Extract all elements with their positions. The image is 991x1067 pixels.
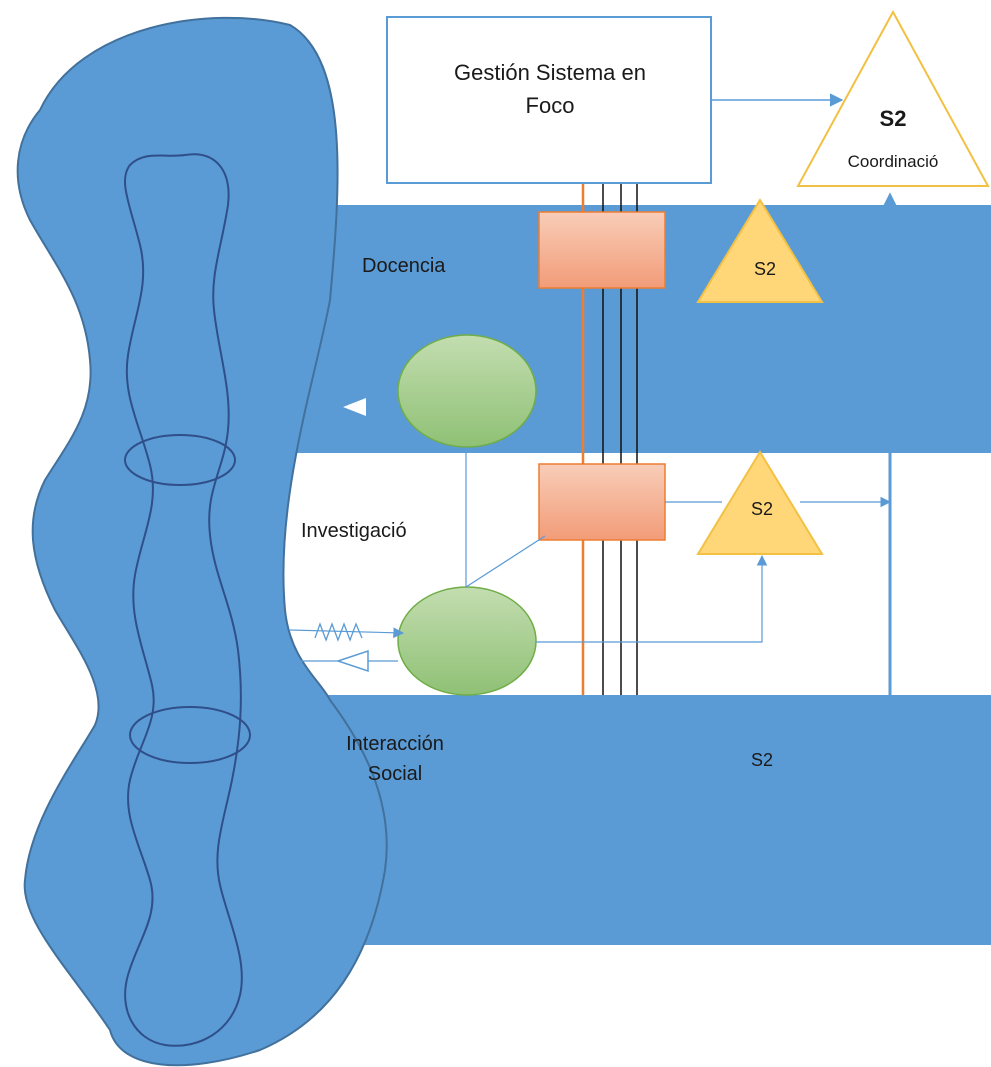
amplifier-triangle-icon <box>338 651 368 671</box>
operation-circle-icon <box>398 335 536 447</box>
s2-label-interaccion: S2 <box>751 750 773 770</box>
operation-label-interaccion-2: Social <box>368 763 422 785</box>
operation-label-docencia: Docencia <box>362 255 446 277</box>
s2-label-docencia: S2 <box>754 259 776 279</box>
operation-label-interaccion-1: Interacción <box>346 733 444 755</box>
operation-circle-icon <box>398 587 536 695</box>
coordination-subtitle: Coordinació <box>848 152 939 171</box>
management-label-line2: Foco <box>526 93 575 118</box>
management-rectangle-icon <box>539 464 665 540</box>
s2-label-investigacio: S2 <box>751 499 773 519</box>
management-rectangle-icon <box>539 212 665 288</box>
connector-circle-to-s2 <box>536 556 762 642</box>
coordination-title: S2 <box>880 106 907 131</box>
management-label-line1: Gestión Sistema en <box>454 60 646 85</box>
operation-label-investigacio: Investigació <box>301 520 407 542</box>
connector-circle-to-management <box>466 536 545 587</box>
